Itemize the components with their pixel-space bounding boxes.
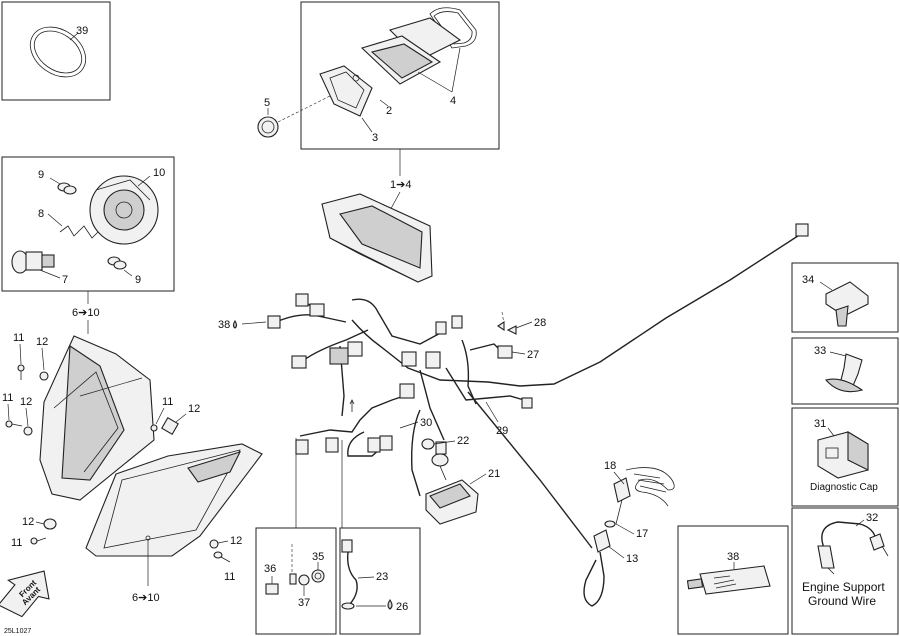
- callout-1to4: 1➔4: [390, 179, 411, 191]
- box-gauge-assembly: 5 2 3 4: [257, 1, 500, 150]
- callout-11b: 11: [2, 392, 13, 404]
- left-headlamp-housing: 11 12 11 12 11 12 12: [2, 332, 200, 549]
- callout-34: 34: [802, 274, 814, 286]
- callout-5: 5: [264, 97, 270, 109]
- main-wiring-harness: [267, 223, 809, 497]
- callout-38b: 38: [727, 551, 739, 563]
- nut-12-bottom-left: [43, 518, 57, 530]
- box-item-33: 33: [791, 337, 899, 405]
- callout-28: 28: [534, 317, 546, 329]
- callout-8: 8: [38, 208, 44, 220]
- callout-2: 2: [386, 105, 392, 117]
- box-headlamp-bulb: 10 9 8 7 9: [1, 156, 175, 292]
- screw-11-bottom-left: [30, 537, 47, 545]
- callout-22: 22: [457, 435, 469, 447]
- callout-36: 36: [264, 563, 276, 575]
- callout-group-27-28: 28 27: [497, 311, 546, 361]
- screw-11-bottom-right: [213, 551, 231, 563]
- tether-cord: 18 17 13: [467, 391, 675, 607]
- nut-12-inner: [161, 417, 179, 435]
- callout-12d: 12: [22, 516, 34, 528]
- screw-11-mid-left: [5, 420, 23, 428]
- screw-11-top-left: [17, 364, 25, 380]
- callout-21: 21: [488, 468, 500, 480]
- callout-31: 31: [814, 418, 826, 430]
- callout-11e: 11: [224, 571, 235, 583]
- callout-7: 7: [62, 274, 68, 286]
- callout-9a: 9: [38, 169, 44, 181]
- box-item-38-tube: 38: [677, 525, 789, 635]
- box-item-34: 34: [791, 262, 899, 333]
- callout-group-38a: 38: [218, 319, 267, 331]
- callout-13: 13: [626, 553, 638, 565]
- connector-38: [267, 315, 281, 329]
- callout-35: 35: [312, 551, 324, 563]
- oil-drop-icon: [232, 319, 238, 329]
- callout-11a: 11: [13, 332, 24, 344]
- callout-group-22: 22: [421, 435, 469, 450]
- callout-group-1to4: 1➔4: [387, 149, 411, 215]
- caption-diagnostic-cap: Diagnostic Cap: [810, 482, 878, 493]
- callout-18: 18: [604, 460, 616, 472]
- oil-drop-icon: [387, 599, 393, 610]
- box-item-32-ground-wire: 32 Engine Support Ground Wire: [791, 507, 899, 635]
- callout-39: 39: [76, 25, 88, 37]
- callout-12b: 12: [20, 396, 32, 408]
- caption-engine-support-2: Ground Wire: [808, 594, 876, 608]
- nut-12-bottom-right: [209, 539, 219, 549]
- caption-engine-support-1: Engine Support: [802, 580, 885, 594]
- drawing-code: 25L1027: [4, 628, 31, 635]
- callout-4: 4: [450, 95, 456, 107]
- callout-6to10a: 6➔10: [72, 307, 100, 319]
- callout-group-30: 30: [399, 417, 432, 429]
- callout-9b: 9: [135, 274, 141, 286]
- front-direction-arrow: Front Avant: [0, 570, 50, 618]
- nut-12-top-left: [39, 371, 49, 381]
- instrument-cluster: [321, 193, 433, 283]
- callout-32: 32: [866, 512, 878, 524]
- callout-26: 26: [396, 601, 408, 613]
- callout-23: 23: [376, 571, 388, 583]
- callout-17: 17: [636, 528, 648, 540]
- callout-12c: 12: [188, 403, 200, 415]
- box-items-35-37: 36 35 37: [255, 438, 337, 635]
- box-items-23-26: 23 26: [339, 440, 421, 635]
- headlamp-lens: 6➔10 12 11: [85, 443, 263, 604]
- callout-10: 10: [153, 167, 165, 179]
- callout-3: 3: [372, 132, 378, 144]
- callout-30: 30: [420, 417, 432, 429]
- screw-11-inner: [150, 424, 158, 432]
- callout-38a: 38: [218, 319, 230, 331]
- callout-29: 29: [496, 425, 508, 437]
- callout-group-21-module: 21: [425, 453, 500, 525]
- nut-12-mid-left: [23, 426, 33, 436]
- callout-27: 27: [527, 349, 539, 361]
- callout-11d: 11: [11, 537, 22, 549]
- box-item-39: 39: [1, 1, 111, 101]
- callout-12e: 12: [230, 535, 242, 547]
- diagnostic-connector: [795, 223, 809, 237]
- callout-12a: 12: [36, 336, 48, 348]
- callout-33: 33: [814, 345, 826, 357]
- callout-6to10b: 6➔10: [132, 592, 160, 604]
- box-item-31-diagnostic-cap: 31 Diagnostic Cap: [791, 407, 899, 507]
- callout-11c: 11: [162, 396, 173, 408]
- callout-37: 37: [298, 597, 310, 609]
